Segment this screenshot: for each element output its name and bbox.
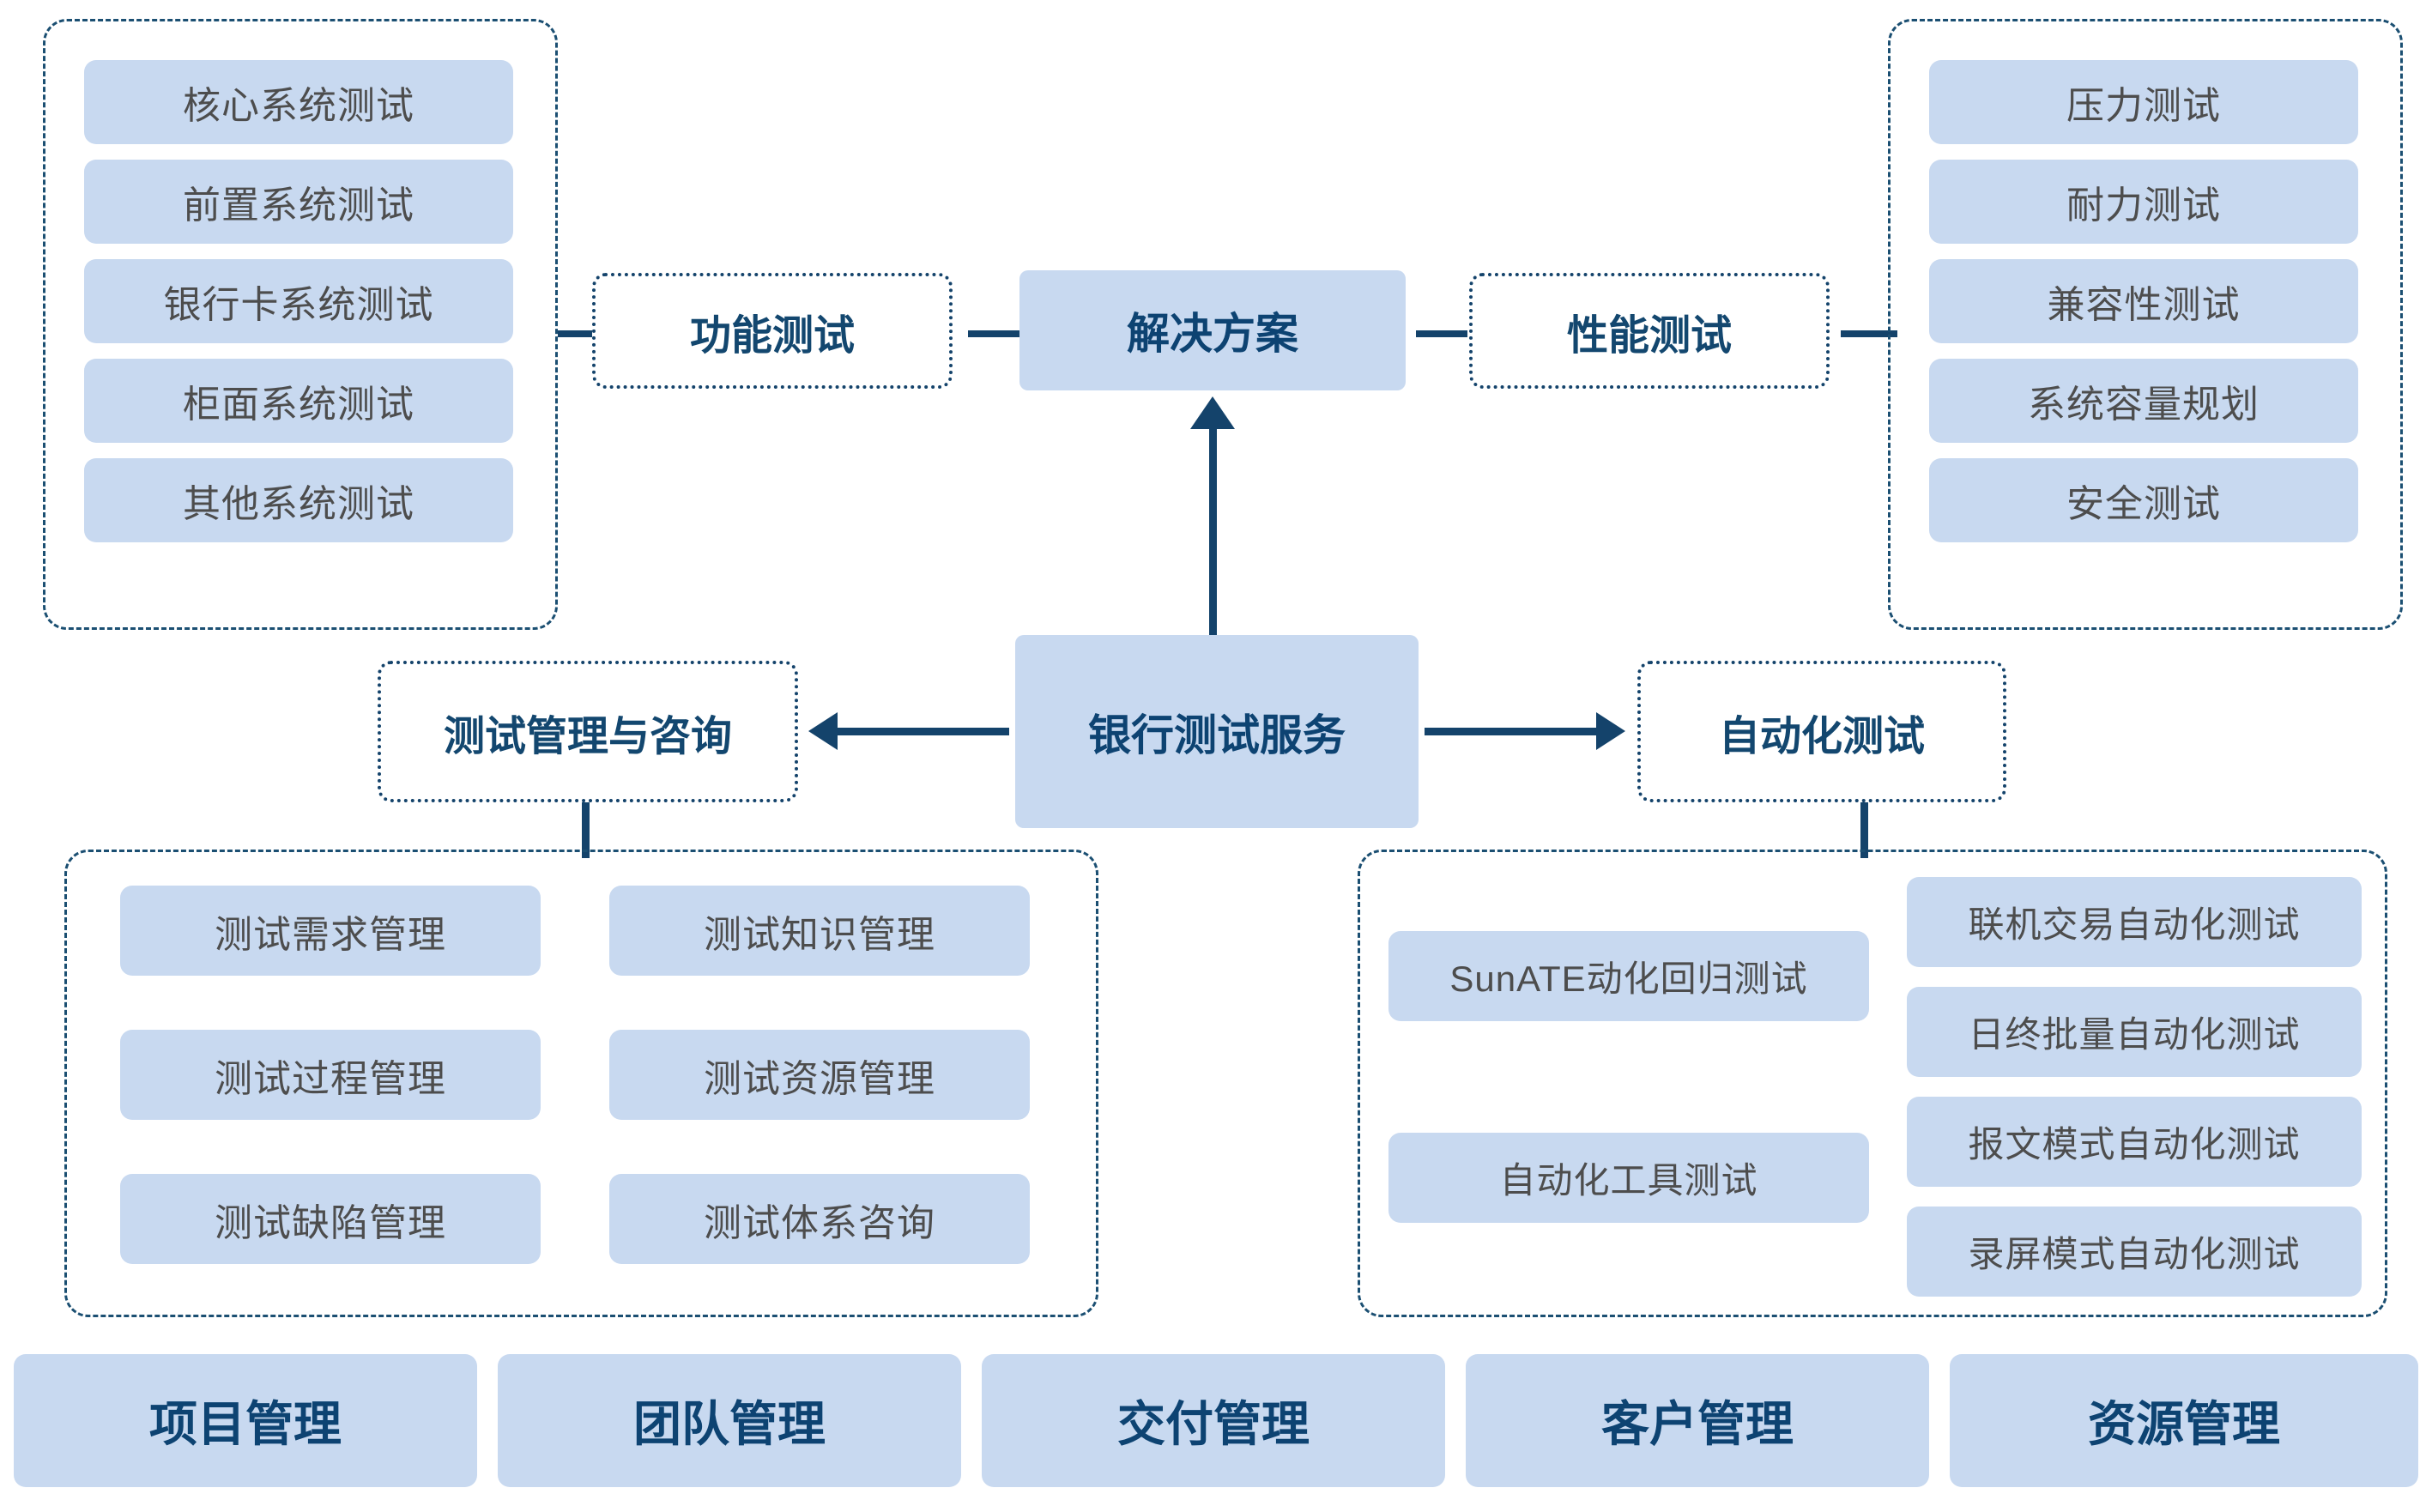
node-functional-test[interactable]: 功能测试 <box>592 273 953 389</box>
chip-functional-1[interactable]: 核心系统测试 <box>84 60 513 144</box>
footer-item-team-management[interactable]: 团队管理 <box>498 1354 961 1487</box>
footer-item-resource-management[interactable]: 资源管理 <box>1950 1354 2418 1487</box>
automation-group <box>1358 850 2387 1317</box>
connector-solution-performance <box>1416 330 1467 337</box>
chip-management-right-1[interactable]: 测试知识管理 <box>609 886 1030 976</box>
chip-management-right-2[interactable]: 测试资源管理 <box>609 1030 1030 1120</box>
chip-automation-right-1[interactable]: 联机交易自动化测试 <box>1907 877 2362 967</box>
chip-automation-right-4[interactable]: 录屏模式自动化测试 <box>1907 1207 2362 1297</box>
chip-performance-1[interactable]: 压力测试 <box>1929 60 2358 144</box>
chip-automation-left-2[interactable]: 自动化工具测试 <box>1388 1133 1869 1223</box>
connector-root-management-line <box>838 728 1009 735</box>
chip-functional-4[interactable]: 柜面系统测试 <box>84 359 513 443</box>
connector-functional-group <box>558 330 614 337</box>
chip-performance-2[interactable]: 耐力测试 <box>1929 160 2358 244</box>
connector-root-automation-arrowhead <box>1596 712 1625 750</box>
connector-functional-solution <box>968 330 1019 337</box>
connector-root-management-arrowhead <box>808 712 838 750</box>
chip-functional-3[interactable]: 银行卡系统测试 <box>84 259 513 343</box>
connector-root-automation-line <box>1425 728 1596 735</box>
connector-root-solution-arrowhead <box>1190 396 1235 429</box>
chip-performance-3[interactable]: 兼容性测试 <box>1929 259 2358 343</box>
connector-management-group <box>582 802 590 858</box>
node-test-management[interactable]: 测试管理与咨询 <box>378 661 798 802</box>
connector-root-solution-line <box>1209 429 1217 635</box>
chip-management-left-1[interactable]: 测试需求管理 <box>120 886 541 976</box>
chip-management-left-2[interactable]: 测试过程管理 <box>120 1030 541 1120</box>
chip-automation-right-3[interactable]: 报文模式自动化测试 <box>1907 1097 2362 1187</box>
connector-automation-group <box>1860 802 1868 858</box>
chip-automation-right-2[interactable]: 日终批量自动化测试 <box>1907 987 2362 1077</box>
chip-management-left-3[interactable]: 测试缺陷管理 <box>120 1174 541 1264</box>
chip-functional-2[interactable]: 前置系统测试 <box>84 160 513 244</box>
node-performance-test[interactable]: 性能测试 <box>1469 273 1830 389</box>
chip-automation-left-1[interactable]: SunATE动化回归测试 <box>1388 931 1869 1021</box>
node-root-service[interactable]: 银行测试服务 <box>1015 635 1419 828</box>
functional-test-group <box>43 19 558 630</box>
connector-performance-group <box>1841 330 1897 337</box>
management-group <box>64 850 1098 1317</box>
chip-performance-4[interactable]: 系统容量规划 <box>1929 359 2358 443</box>
chip-management-right-3[interactable]: 测试体系咨询 <box>609 1174 1030 1264</box>
chip-functional-5[interactable]: 其他系统测试 <box>84 458 513 542</box>
footer-item-delivery-management[interactable]: 交付管理 <box>982 1354 1445 1487</box>
footer-item-project-management[interactable]: 项目管理 <box>14 1354 477 1487</box>
node-solution[interactable]: 解决方案 <box>1019 270 1406 390</box>
node-automation-test[interactable]: 自动化测试 <box>1637 661 2006 802</box>
performance-test-group <box>1888 19 2403 630</box>
chip-performance-5[interactable]: 安全测试 <box>1929 458 2358 542</box>
footer-item-customer-management[interactable]: 客户管理 <box>1466 1354 1929 1487</box>
